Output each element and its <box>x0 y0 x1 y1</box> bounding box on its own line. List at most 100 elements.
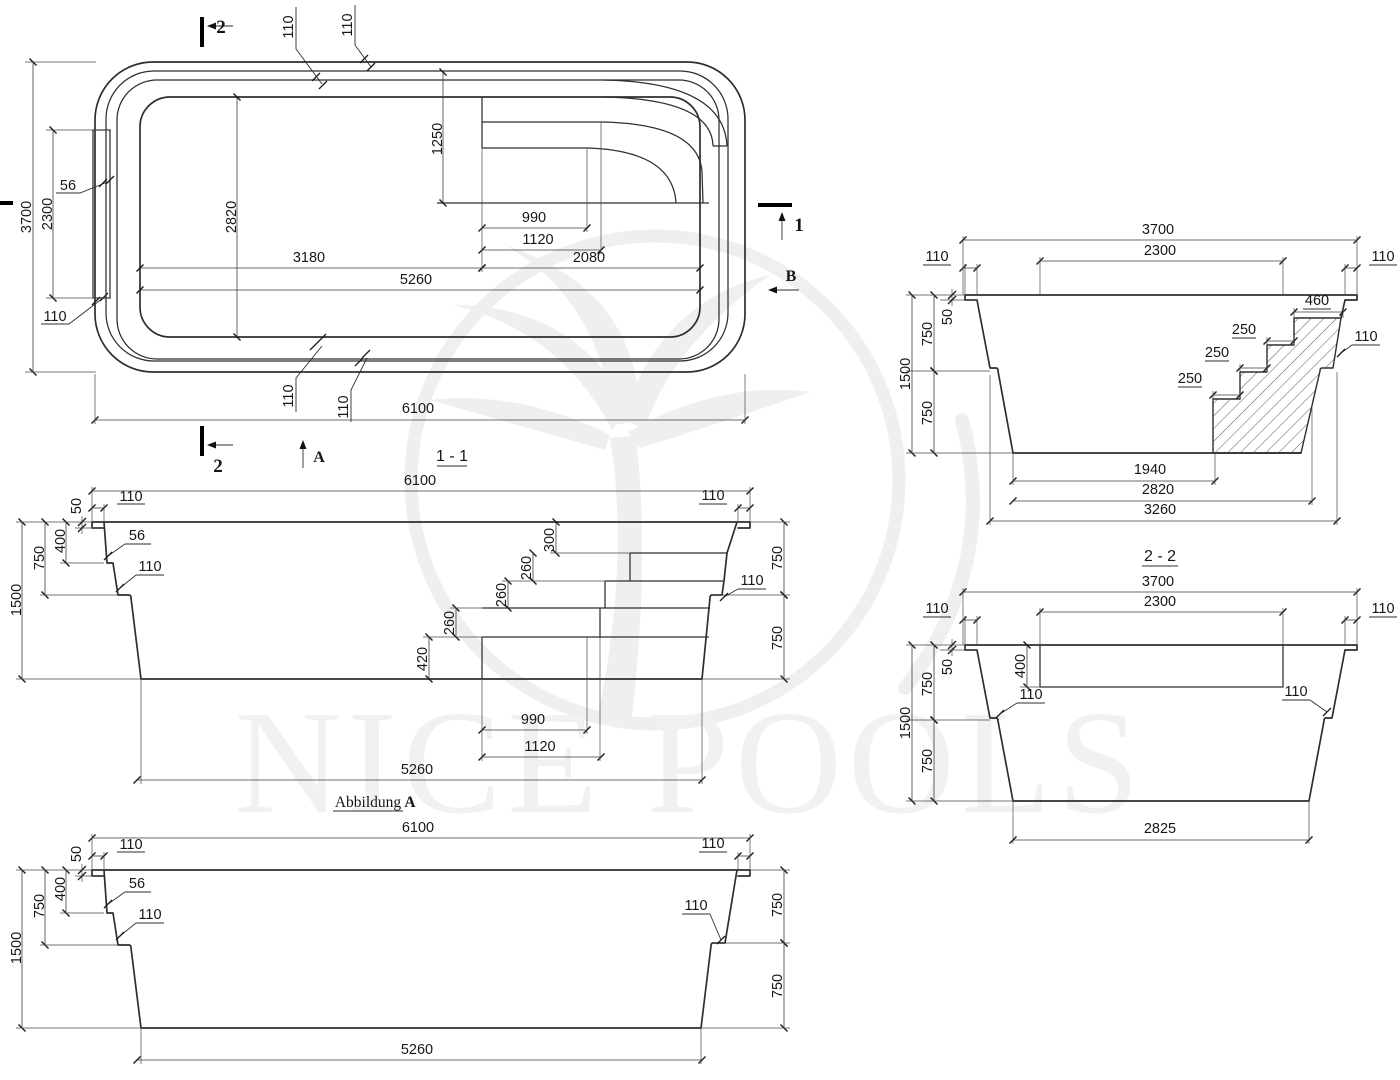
section-2-2-bench <box>1039 645 1284 688</box>
section-2-2-leader-lines <box>923 565 1397 715</box>
abbA-dim-6100: 6100 <box>402 820 434 836</box>
plan-dim-110-bot2: 110 <box>336 395 352 418</box>
s11-dim-1500: 1500 <box>9 584 25 616</box>
s11-dim-1120: 1120 <box>524 739 555 755</box>
s11-dim-110-mr: 110 <box>740 573 763 589</box>
plan-dim-1120: 1120 <box>522 232 553 248</box>
s11-dim-750-rb: 750 <box>770 626 786 650</box>
viewB-dim-750-b: 750 <box>920 401 936 425</box>
arrow-up-icon <box>778 212 786 221</box>
s11-dim-6100: 6100 <box>404 473 436 489</box>
viewB-dim-3260: 3260 <box>1144 502 1176 518</box>
viewB-dim-110-l: 110 <box>925 249 948 265</box>
plan-extension-lines <box>25 61 746 424</box>
s11-dim-750-ra: 750 <box>770 546 786 570</box>
plan-dim-56: 56 <box>60 178 76 194</box>
watermark-swoosh-icon <box>898 413 980 695</box>
section-1-1-extension-lines <box>16 487 790 784</box>
plan-dim-2080: 2080 <box>573 250 605 266</box>
viewB-dim-460: 460 <box>1305 293 1329 309</box>
abbA-dim-750-l: 750 <box>32 894 48 918</box>
s11-dim-300: 300 <box>542 528 558 552</box>
s11-dim-110-ml: 110 <box>138 559 161 575</box>
view-b-labels: 3700 2300 110 110 50 750 1500 750 460 25… <box>898 222 1395 518</box>
s22-dim-2825: 2825 <box>1144 821 1176 837</box>
section-2-2-extension-lines <box>906 588 1358 844</box>
plan-dim-2300: 2300 <box>40 198 56 230</box>
section-2-2-labels: 2 - 2 3700 2300 110 110 50 400 750 1500 … <box>898 548 1395 837</box>
section-2-2-title: 2 - 2 <box>1144 548 1176 565</box>
s22-dim-750-b: 750 <box>920 749 936 773</box>
plan-dim-110-top1: 110 <box>281 15 297 38</box>
abbA-dim-750-ra: 750 <box>770 893 786 917</box>
s11-dim-750-l: 750 <box>32 546 48 570</box>
abbildung-a-title-letter: A <box>404 794 416 811</box>
s11-dim-260a: 260 <box>519 556 535 580</box>
s11-dim-260c: 260 <box>442 611 458 635</box>
view-b-stairs-hatched <box>1212 317 1342 454</box>
plan-dimension-lines <box>29 58 749 424</box>
abbA-dim-110-mr: 110 <box>684 898 707 914</box>
s22-dim-50: 50 <box>940 659 956 675</box>
abbildung-a-labels: Abbildung A 6100 50 110 400 750 1500 56 … <box>9 794 786 1058</box>
arrow-left-icon <box>207 22 216 30</box>
section-1-1-labels: 1 - 1 6100 50 110 400 750 1500 56 110 30… <box>9 448 786 778</box>
plan-dim-3700: 3700 <box>19 201 35 233</box>
viewB-dim-1500: 1500 <box>898 358 914 390</box>
abbA-dim-1500: 1500 <box>9 932 25 964</box>
s22-dim-110-l: 110 <box>925 601 948 617</box>
s11-dim-400: 400 <box>53 529 69 553</box>
viewB-dim-1940: 1940 <box>1134 462 1166 478</box>
view-arrow-b: B <box>786 268 797 285</box>
pool-outer-shell <box>94 61 746 373</box>
pool-inner-wall <box>139 96 701 338</box>
s11-dim-110-tl: 110 <box>119 489 142 505</box>
s22-dim-400: 400 <box>1013 654 1029 678</box>
s11-dim-50: 50 <box>69 498 85 514</box>
arrow-left-icon <box>207 441 216 449</box>
section-2-2-dimension-lines <box>908 588 1361 844</box>
section-1-1-leader-lines <box>107 465 766 598</box>
s11-dim-260b: 260 <box>494 583 510 607</box>
section-marker-2-top: 2 <box>216 17 226 38</box>
s11-dim-56: 56 <box>129 528 145 544</box>
viewB-dim-50: 50 <box>940 309 956 325</box>
arrow-up-icon <box>299 440 307 449</box>
section-1-1-dimension-lines <box>18 487 788 784</box>
s22-dim-110-r: 110 <box>1371 601 1394 617</box>
plan-dim-6100: 6100 <box>402 401 434 417</box>
section-2-2: 2 - 2 3700 2300 110 110 50 400 750 1500 … <box>898 548 1397 844</box>
viewB-dim-250-c: 250 <box>1178 371 1202 387</box>
abbA-dim-50: 50 <box>69 846 85 862</box>
s11-dim-5260: 5260 <box>401 762 433 778</box>
plan-tick-marks <box>91 54 376 367</box>
abbildung-a-dimension-lines <box>18 834 788 1064</box>
section-1-1-tick-marks <box>77 517 729 602</box>
abbA-dim-750-rb: 750 <box>770 974 786 998</box>
abbA-dim-5260: 5260 <box>401 1042 433 1058</box>
section-1-1: 1 - 1 6100 50 110 400 750 1500 56 110 30… <box>9 448 790 784</box>
abbA-dim-56: 56 <box>129 876 145 892</box>
section-marker-1: 1 <box>794 215 804 236</box>
palm-trunk-icon <box>598 436 643 719</box>
s22-dim-110-ml: 110 <box>1019 687 1042 703</box>
viewB-dim-2300: 2300 <box>1144 243 1176 259</box>
pool-shell-line-2 <box>105 70 729 362</box>
watermark-brand: NICE POOLS <box>234 681 1145 845</box>
section-marker-2-bottom: 2 <box>213 456 223 477</box>
section-2-2-tick-marks <box>947 640 1332 719</box>
s22-dim-1500: 1500 <box>898 707 914 739</box>
s22-dim-110-mr: 110 <box>1284 684 1307 700</box>
viewB-dim-250-b: 250 <box>1205 345 1229 361</box>
watermark: NICE POOLS <box>234 229 1145 845</box>
plan-dim-110-left: 110 <box>43 309 66 325</box>
plan-stairs <box>437 79 728 204</box>
s22-dim-2300: 2300 <box>1144 594 1176 610</box>
plan-leader-lines <box>41 5 372 422</box>
plan-dim-110-bot1: 110 <box>281 384 297 407</box>
s22-dim-3700: 3700 <box>1142 574 1174 590</box>
plan-dim-1250: 1250 <box>430 123 446 155</box>
s11-dim-110-tr: 110 <box>701 488 724 504</box>
